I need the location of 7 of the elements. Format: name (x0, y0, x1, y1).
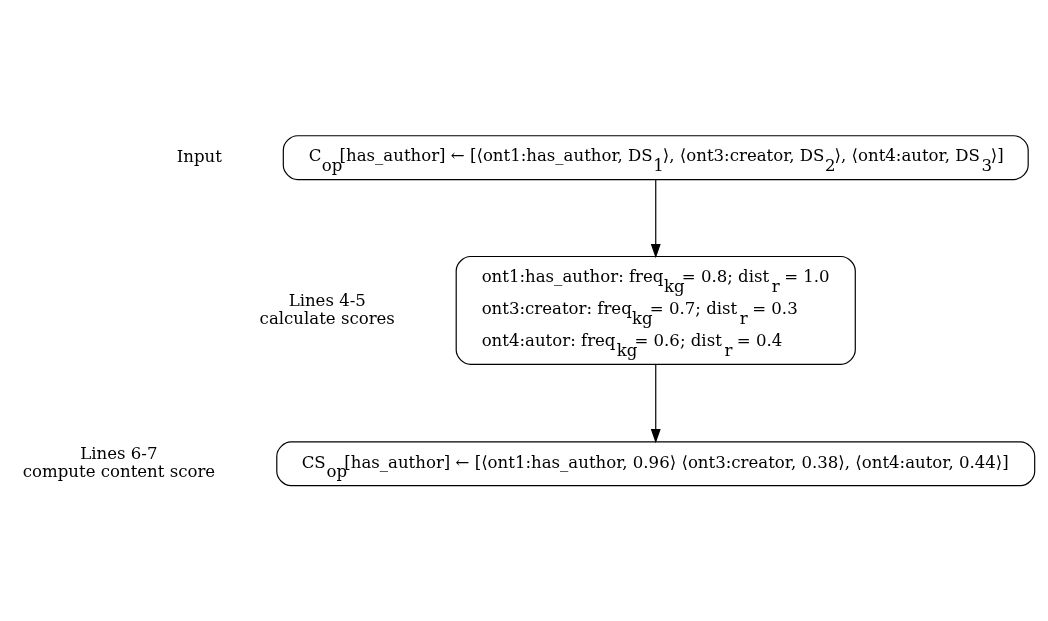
node-label: Input (176, 146, 222, 166)
arrow (650, 363, 661, 443)
node-label: calculate scores (259, 308, 395, 328)
arrow (650, 178, 661, 258)
node-label: Lines 4-5 (288, 290, 366, 310)
node-label: compute content score (22, 461, 216, 481)
node-label: Lines 6-7 (80, 443, 158, 463)
